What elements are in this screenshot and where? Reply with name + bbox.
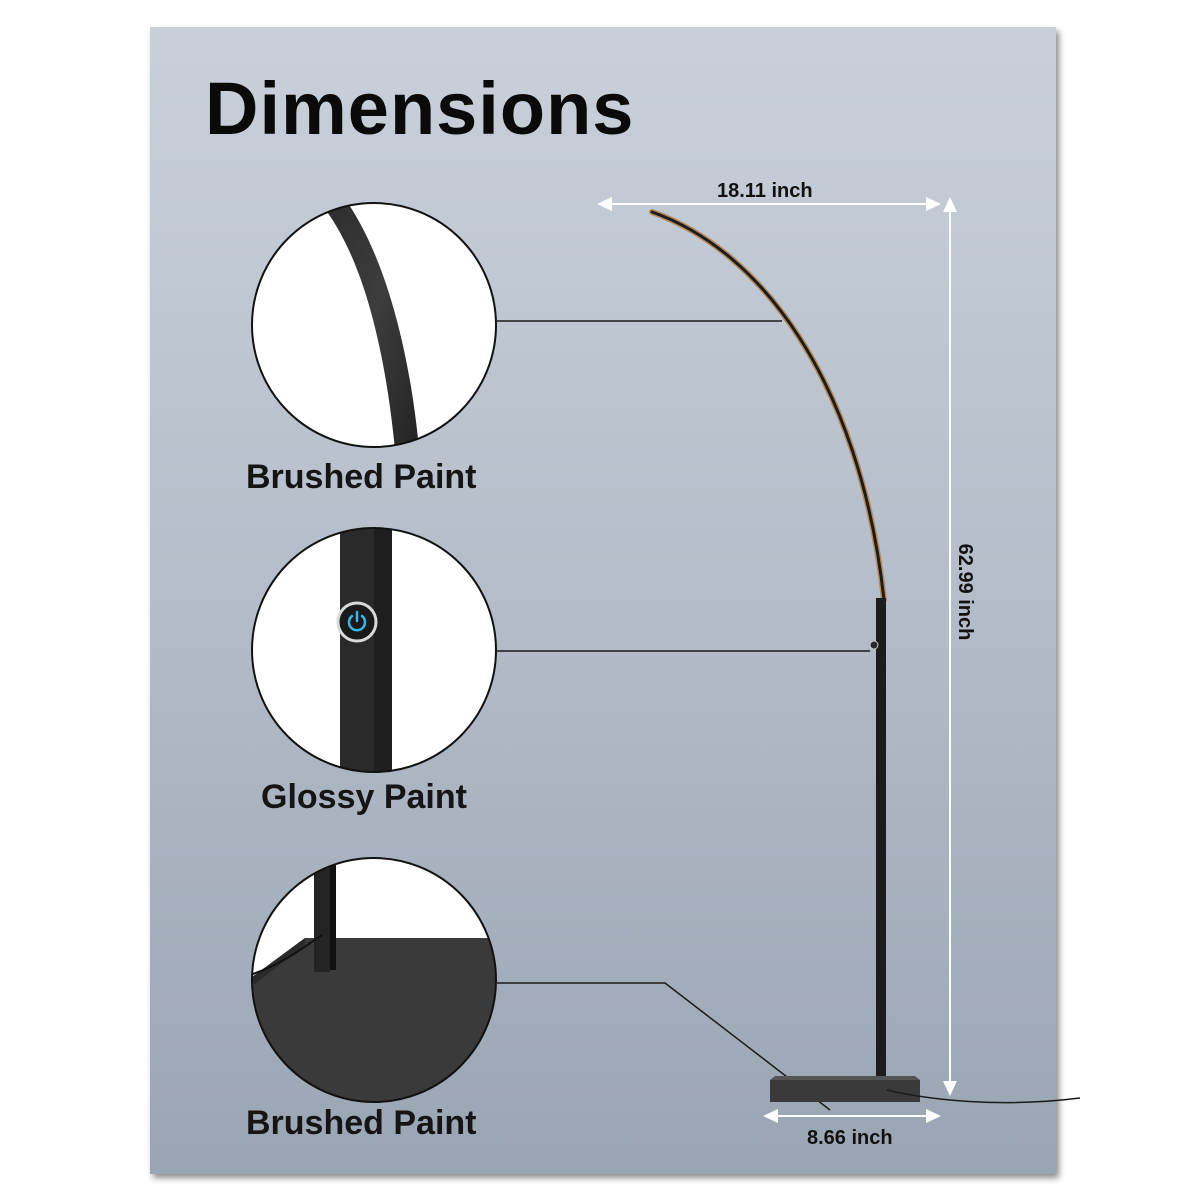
height-dimension-label: 62.99 inch — [954, 543, 976, 641]
leader-line-base — [497, 982, 831, 1111]
power-icon — [347, 610, 367, 632]
callout-label-base: Brushed Paint — [246, 1104, 477, 1142]
callout-label-arc: Brushed Paint — [246, 458, 477, 496]
width-dimension-label: 18.11 inch — [717, 180, 813, 202]
switch-detail-circle — [251, 527, 497, 773]
base-dimension-arrow — [763, 1109, 941, 1123]
height-dimension-arrow — [943, 197, 957, 1096]
arc-detail-circle — [251, 202, 497, 448]
page-title: Dimensions — [205, 67, 635, 150]
floor-lamp — [649, 209, 1081, 1104]
callout-label-switch: Glossy Paint — [261, 778, 467, 816]
base-detail-circle — [251, 857, 497, 1103]
base-dimension-label: 8.66 inch — [807, 1127, 893, 1149]
width-dimension-arrow — [597, 197, 941, 211]
